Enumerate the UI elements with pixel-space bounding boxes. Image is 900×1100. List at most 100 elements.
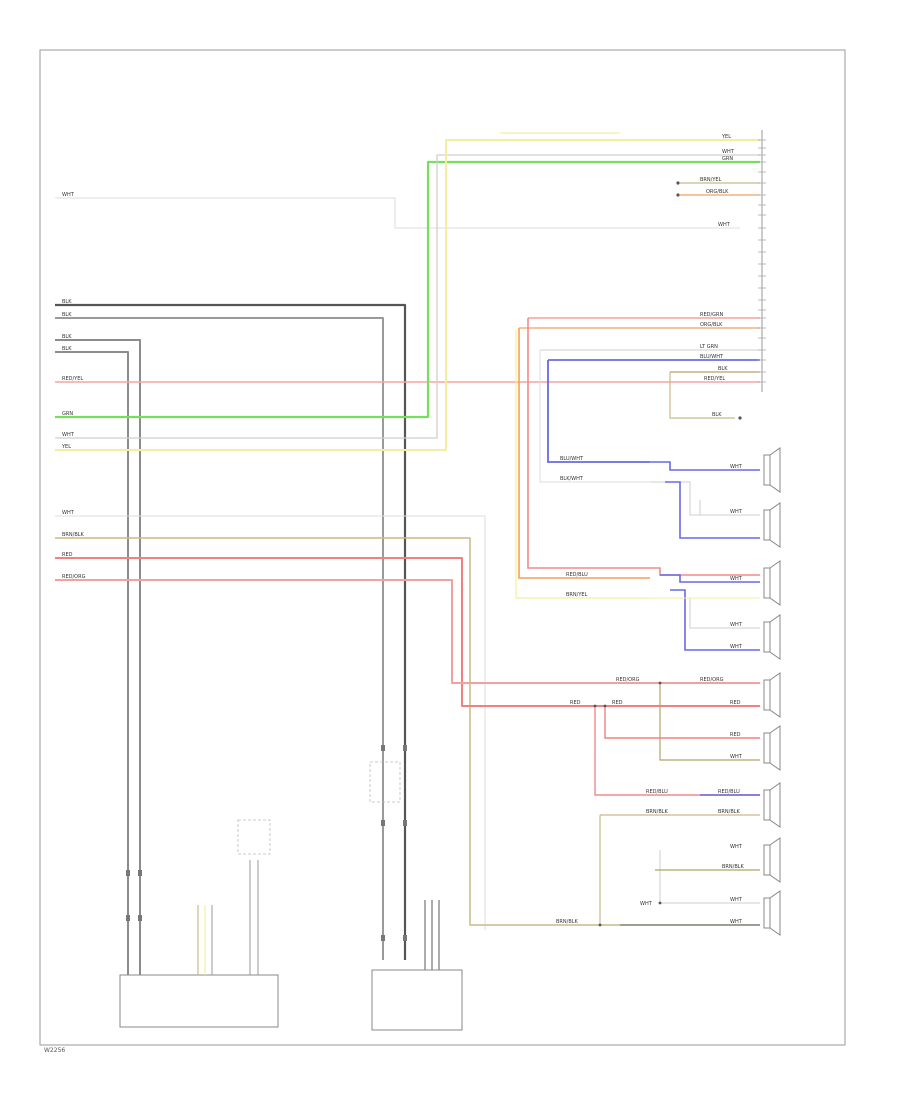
sp5-wire-red: [604, 706, 760, 739]
wire-ground: [669, 372, 735, 419]
label-brnblk-sp7b: BRN/BLK: [718, 809, 741, 815]
label-wht-sp4b: WHT: [730, 644, 743, 650]
sp6-wire-red: [594, 706, 760, 796]
label-red-sp5: RED: [570, 700, 581, 706]
label-wht-sp9c: WHT: [730, 919, 743, 925]
sp4-wire-blue: [670, 589, 760, 651]
wire-red-2: [55, 557, 760, 707]
splice-dots: [593, 181, 742, 927]
label-redorg: RED/ORG: [62, 574, 86, 580]
sp3-wire-gray: [650, 597, 760, 629]
label-wht-sp6: WHT: [730, 754, 743, 760]
label-wht-sp4: WHT: [730, 622, 743, 628]
label-redyel-right: RED/YEL: [704, 376, 725, 382]
label-wht-sp1: WHT: [730, 464, 743, 470]
sp2-wire-blue: [665, 481, 760, 539]
wire-yellow: [55, 139, 760, 451]
sp1-wire-blue: [650, 461, 760, 471]
wire-yellow-drop: [515, 330, 650, 599]
label-brnyel-right: BRN/YEL: [700, 177, 722, 183]
wire-gray-drop: [539, 350, 650, 483]
label-brnyel-sp3: BRN/YEL: [566, 592, 588, 598]
label-wht-mid: WHT: [62, 432, 75, 438]
center-control-box: [371, 969, 463, 1031]
left-amplifier-box: [119, 974, 279, 1028]
label-brnblk-sp7: BRN/BLK: [646, 809, 669, 815]
wire-orange-drop: [518, 328, 650, 579]
label-redorg-sp5: RED/ORG: [616, 677, 640, 683]
label-blk-1: BLK: [62, 299, 72, 305]
main-connector-strip: [758, 130, 766, 392]
wire-labels: WHT WHT BLK BLK BLK BLK RED/YEL GRN WHT …: [61, 134, 745, 925]
label-brnblk-sp8: BRN/BLK: [722, 864, 745, 870]
label-redblu-sp3: RED/BLU: [566, 572, 588, 578]
center-module-upper: [369, 761, 401, 803]
wire-blk-2: [55, 317, 384, 960]
diagram-frame: [39, 49, 846, 1046]
label-red-sp6: RED: [730, 732, 741, 738]
label-wht-top: WHT: [62, 192, 75, 198]
label-orgblk-right: ORG/BLK: [706, 189, 729, 195]
wire-blue-drop: [547, 360, 650, 463]
speaker-9: [763, 890, 781, 936]
label-blk-right: BLK: [718, 366, 728, 372]
label-red: RED: [62, 552, 73, 558]
label-blk-2: BLK: [62, 312, 72, 318]
left-module-upper: [237, 819, 271, 855]
label-redorg-sp5b: RED/ORG: [700, 677, 724, 683]
bottom-components: [119, 761, 463, 1031]
label-wht-sp9b: WHT: [730, 897, 743, 903]
connector-pins: [758, 139, 766, 383]
label-red-sp5c: RED: [730, 700, 741, 706]
label-redblu-sp7b: RED/BLU: [718, 789, 740, 795]
speaker-2: [763, 502, 781, 548]
label-blk-gnd: BLK: [712, 412, 722, 418]
label-wht-right-2: WHT: [722, 149, 735, 155]
wire-blk-1: [55, 303, 407, 960]
wire-blk-3: [55, 339, 141, 975]
label-wht-sp2: WHT: [730, 509, 743, 515]
sp8-wire-gray: [659, 850, 760, 904]
label-bluwht-right: BLU/WHT: [700, 354, 724, 360]
wire-red-drop: [527, 318, 760, 576]
label-wht-sp3: WHT: [730, 576, 743, 582]
speaker-7: [763, 782, 781, 828]
wire-red-3: [55, 579, 760, 684]
label-red-sp5b: RED: [612, 700, 623, 706]
label-grn: GRN: [62, 411, 73, 417]
label-wht-right: WHT: [718, 222, 731, 228]
label-brnblk-sp9: BRN/BLK: [556, 919, 579, 925]
label-ltgrn-right: LT GRN: [700, 344, 718, 350]
inline-connectors: [126, 745, 407, 941]
speaker-3: [763, 560, 781, 606]
speaker-6: [763, 725, 781, 771]
wire-blk-4: [55, 351, 129, 975]
label-orgblk-right-2: ORG/BLK: [700, 322, 723, 328]
label-wht-lower: WHT: [62, 510, 75, 516]
wire-gray-1: [55, 154, 760, 439]
label-brnblk: BRN/BLK: [62, 532, 85, 538]
wire-white-top: [55, 197, 740, 229]
diagram-code: W2256: [44, 1047, 65, 1054]
label-wht-sp8: WHT: [730, 844, 743, 850]
label-redgrn-right: RED/GRN: [700, 312, 724, 318]
label-redblu-sp7: RED/BLU: [646, 789, 668, 795]
label-redyel: RED/YEL: [62, 376, 83, 382]
label-wht-sp9: WHT: [640, 901, 653, 907]
sp5-wire-olive: [659, 683, 760, 761]
speaker-1: [763, 447, 781, 493]
label-grn-right: GRN: [722, 156, 733, 162]
wire-green: [55, 160, 760, 419]
label-blk-4: BLK: [62, 346, 72, 352]
speaker-4: [763, 614, 781, 660]
wire-white-mid: [55, 515, 486, 930]
speaker-5: [763, 672, 781, 718]
wire-tan: [55, 537, 760, 926]
label-blkwht-sp1: BLK/WHT: [560, 476, 584, 482]
sp3-wire-blue: [660, 574, 760, 583]
label-bluwht-sp1: BLU/WHT: [560, 456, 584, 462]
upper-right-wires: [500, 132, 760, 419]
speaker-group: [763, 447, 781, 936]
sp1-wire-gray: [650, 481, 760, 516]
